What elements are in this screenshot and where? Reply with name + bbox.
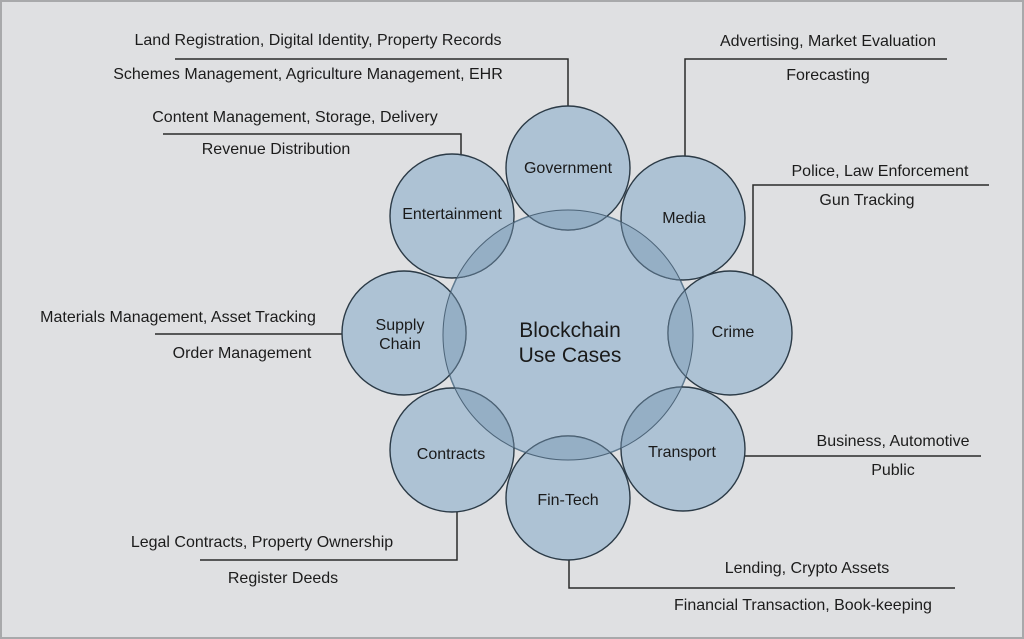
crime-overlap-region (667, 270, 693, 396)
satellite-nodes (341, 105, 793, 561)
supply-chain-label-line-2: Chain (379, 336, 421, 353)
crime-annotation-1: Police, Law Enforcement (792, 163, 970, 180)
center-label-line-1: Blockchain (519, 319, 621, 342)
fin-tech-annotation-2: Financial Transaction, Book-keeping (674, 597, 932, 614)
contracts-annotation-1: Legal Contracts, Property Ownership (131, 534, 393, 551)
supply-chain-overlap-region (443, 270, 467, 396)
media-annotation-2: Forecasting (786, 67, 870, 84)
government-overlap-edge (506, 209, 630, 230)
contracts-leader-line (200, 512, 458, 561)
center-label-line-2: Use Cases (519, 344, 622, 367)
crime-leader-line (752, 184, 989, 276)
media-leader-line (684, 58, 947, 156)
media-annotation-1: Advertising, Market Evaluation (720, 33, 936, 50)
supply-chain-annotation-1: Materials Management, Asset Tracking (40, 309, 316, 326)
fin-tech-overlap-edge (506, 436, 630, 461)
contracts-annotation-2: Register Deeds (228, 570, 338, 587)
fin-tech-overlap-region (505, 435, 631, 460)
supply-chain-annotation-2: Order Management (173, 345, 312, 362)
transport-label: Transport (648, 444, 716, 461)
transport-annotation-1: Business, Automotive (817, 433, 970, 450)
leader-lines (155, 58, 989, 589)
government-overlap-region (505, 210, 631, 231)
government-leader-line (175, 58, 569, 106)
government-annotation-1: Land Registration, Digital Identity, Pro… (135, 32, 502, 49)
supply-chain-label-line-1: Supply (376, 317, 425, 334)
government-label: Government (524, 160, 613, 177)
fin-tech-label: Fin-Tech (537, 492, 598, 509)
transport-annotation-2: Public (871, 462, 915, 479)
fin-tech-annotation-1: Lending, Crypto Assets (725, 560, 890, 577)
annotation-labels: Land Registration, Digital Identity, Pro… (40, 32, 969, 614)
entertainment-annotation-2: Revenue Distribution (202, 141, 351, 158)
government-annotation-2: Schemes Management, Agriculture Manageme… (113, 66, 503, 83)
crime-label: Crime (712, 324, 755, 341)
entertainment-label: Entertainment (402, 206, 502, 223)
media-label: Media (662, 210, 706, 227)
crime-annotation-2: Gun Tracking (819, 192, 914, 209)
entertainment-leader-line (163, 133, 462, 157)
supply-chain-overlap-edge (442, 271, 466, 395)
contracts-label: Contracts (417, 446, 485, 463)
fin-tech-leader-line (568, 560, 955, 589)
crime-overlap-edge (668, 271, 694, 395)
entertainment-annotation-1: Content Management, Storage, Delivery (152, 109, 437, 126)
